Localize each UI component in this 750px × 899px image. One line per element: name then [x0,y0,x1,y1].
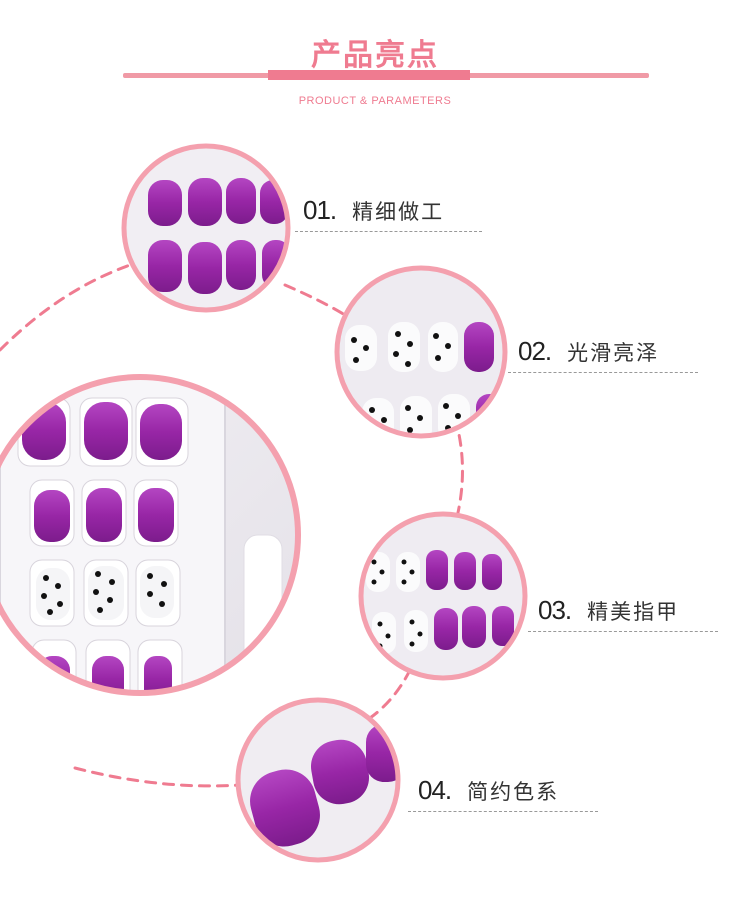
section-subtitle: PRODUCT & PARAMETERS [298,95,452,107]
feature-item-2: 02. 光滑亮泽 [518,336,659,367]
feature-item-3: 03. 精美指甲 [538,595,679,626]
feature-label: 光滑亮泽 [567,341,660,365]
feature-number: 03. [538,595,572,625]
detail-circle-2 [334,265,508,439]
detail-circle-1 [121,143,291,313]
feature-number: 01. [303,195,337,225]
detail-circle-4 [235,697,401,863]
feature-underline [408,811,598,812]
feature-item-4: 04. 简约色系 [418,775,559,806]
feature-label: 精美指甲 [587,600,680,624]
section-title: 产品亮点 [311,38,439,73]
feature-underline [528,631,718,632]
detail-circle-3 [358,511,528,681]
feature-label: 精细做工 [352,200,445,224]
feature-label: 简约色系 [467,780,560,804]
feature-underline [295,231,482,232]
feature-item-1: 01. 精细做工 [303,195,444,226]
title-divider-accent [268,70,470,80]
tray-circle-image [0,374,301,696]
feature-number: 04. [418,775,452,805]
feature-underline [508,372,698,373]
feature-number: 02. [518,336,552,366]
